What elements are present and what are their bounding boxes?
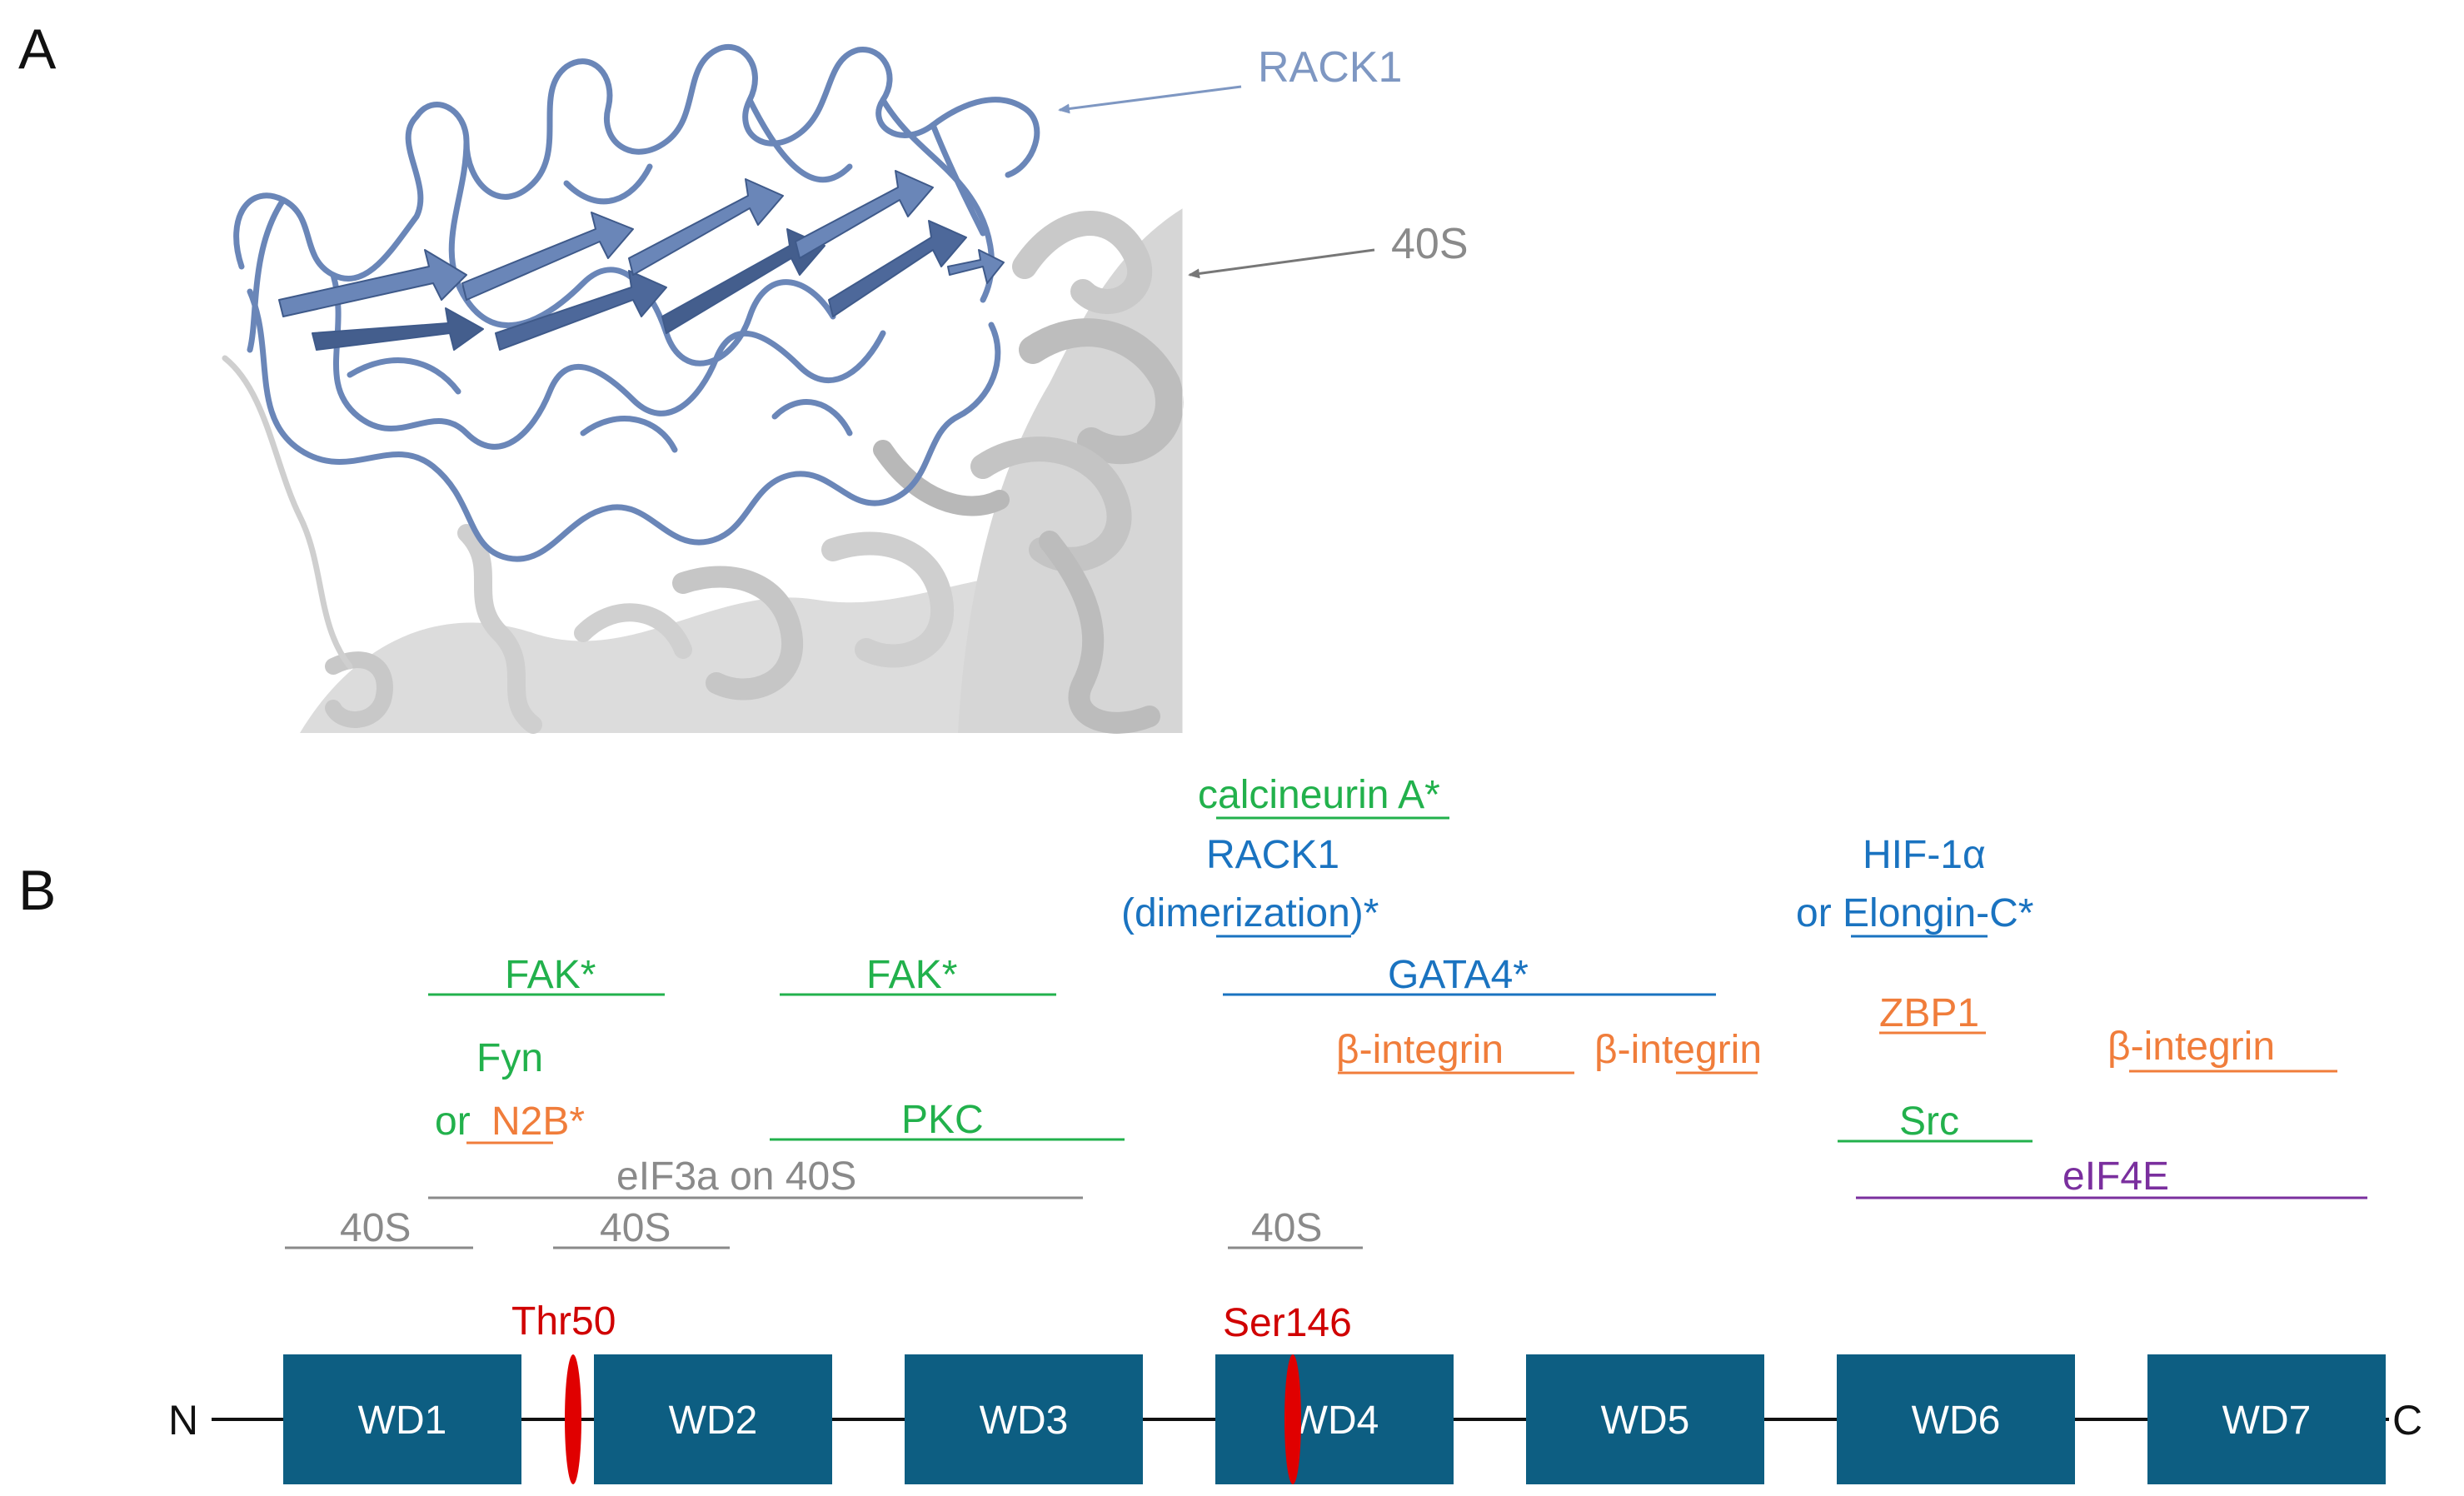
wd-domain-label: WD6 (1912, 1399, 2001, 1443)
interactor-zbp1: ZBP1 (1879, 991, 1979, 1035)
interactor-elongin-c: or Elongin-C* (1796, 891, 2033, 938)
s40-label: 40S (1391, 220, 1469, 268)
ribosome-40s-structure (222, 208, 1184, 734)
ser146-label: Ser146 (1223, 1301, 1352, 1345)
interactor-eif3a: eIF3a on 40S (616, 1154, 856, 1199)
interactor-fyn: Fyn (476, 1036, 543, 1080)
wd-domain-label: WD1 (358, 1399, 447, 1443)
wd-domain-label: WD4 (1290, 1399, 1379, 1443)
wd-domain-box (594, 1354, 832, 1484)
svg-text:or Elongin-C*: or Elongin-C* (1796, 891, 2033, 935)
interactor-n2b: N2B* (491, 1100, 585, 1144)
panel-b-letter: B (18, 859, 57, 922)
interactor-40s-1: 40S (340, 1206, 411, 1250)
s40-arrow (1188, 248, 1375, 279)
interactor-dimerization: (dimerization)* (1121, 891, 1379, 938)
interactor-eif4e: eIF4E (2062, 1154, 2169, 1199)
panel-a-letter: A (18, 17, 57, 81)
interactor-src: Src (1899, 1100, 1959, 1144)
interactor-calcineurin: calcineurin A* (1198, 773, 1449, 820)
interactor-40s-3: 40S (1251, 1206, 1322, 1250)
interactor-beta-integrin-1: β-integrin (1336, 1028, 1504, 1072)
interactor-40s-2: 40S (600, 1206, 671, 1250)
rack1-structure (233, 43, 1040, 562)
interactor-rack1-label: RACK1 (1206, 833, 1339, 877)
interactor-fak-wd1: FAK* (505, 953, 596, 997)
rack1-label: RACK1 (1258, 43, 1402, 92)
svg-text:calcineurin A*: calcineurin A* (1198, 773, 1440, 817)
wd-domain-box (1526, 1354, 1764, 1484)
interactor-pkc: PKC (901, 1098, 984, 1142)
ser146-site-marker (1284, 1354, 1301, 1484)
wd-domain-label: WD7 (2222, 1399, 2312, 1443)
interactor-or-word: or (435, 1100, 471, 1144)
wd-domain-box (905, 1354, 1143, 1484)
thr50-site-marker (565, 1354, 581, 1484)
rack1-arrow (1058, 85, 1242, 114)
wd-domain-label: WD5 (1601, 1399, 1690, 1443)
interactor-hif1a: HIF-1α (1863, 833, 1986, 877)
wd-domain-box (1215, 1354, 1454, 1484)
interaction-map: calcineurin A* RACK1 (dimerization)* HIF… (168, 773, 2422, 1484)
interactor-beta-integrin-3: β-integrin (2107, 1025, 2275, 1069)
wd-domain-box (1837, 1354, 2075, 1484)
svg-text:β-integrin: β-integrin (1594, 1028, 1762, 1072)
svg-text:(dimerization)*: (dimerization)* (1121, 891, 1379, 935)
interactor-gata4: GATA4* (1388, 953, 1529, 997)
wd-domains: WD1 WD2 WD3 WD4 WD5 WD6 WD7 (283, 1354, 2386, 1484)
n-terminus-label: N (168, 1397, 198, 1444)
wd-domain-box (283, 1354, 521, 1484)
c-terminus-label: C (2392, 1397, 2422, 1444)
wd-domain-label: WD2 (669, 1399, 758, 1443)
interactor-beta-integrin-2: β-integrin (1594, 1028, 1762, 1075)
protein-structure-image (222, 43, 1184, 734)
wd-domain-box (2147, 1354, 2386, 1484)
interactor-fak-wd3: FAK* (866, 953, 957, 997)
thr50-label: Thr50 (511, 1299, 616, 1344)
wd-domain-label: WD3 (980, 1399, 1069, 1443)
